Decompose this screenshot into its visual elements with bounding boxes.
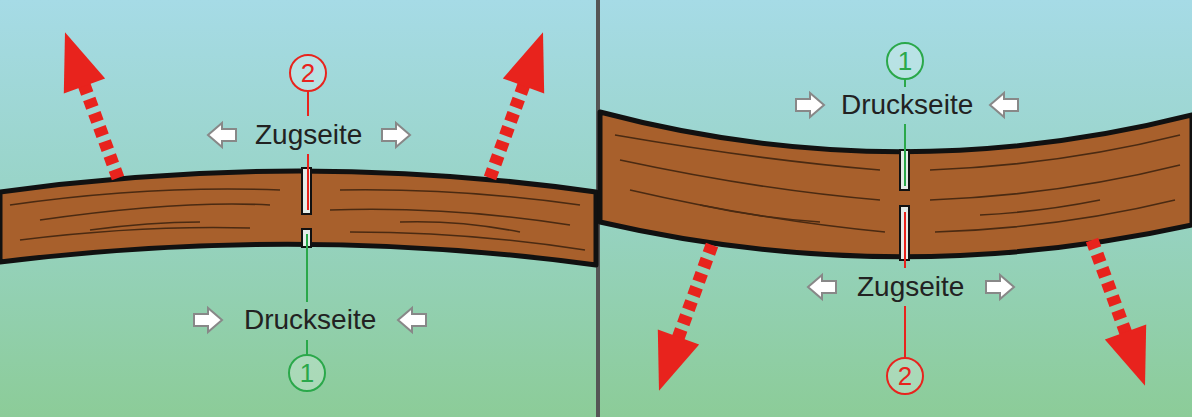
callout-number: 1 [898,48,912,74]
callout-number: 2 [898,363,912,389]
callout-number: 2 [301,60,315,86]
callout-number: 1 [300,360,314,386]
callout-circle: 2 [886,357,924,395]
side-label: Druckseite [841,90,973,121]
side-label: Zugseite [255,120,362,151]
side-label: Druckseite [244,305,376,336]
callout-circle: 2 [289,54,327,92]
side-label: Zugseite [857,272,964,303]
callout-circle: 1 [886,42,924,80]
callout-circle: 1 [288,354,326,392]
